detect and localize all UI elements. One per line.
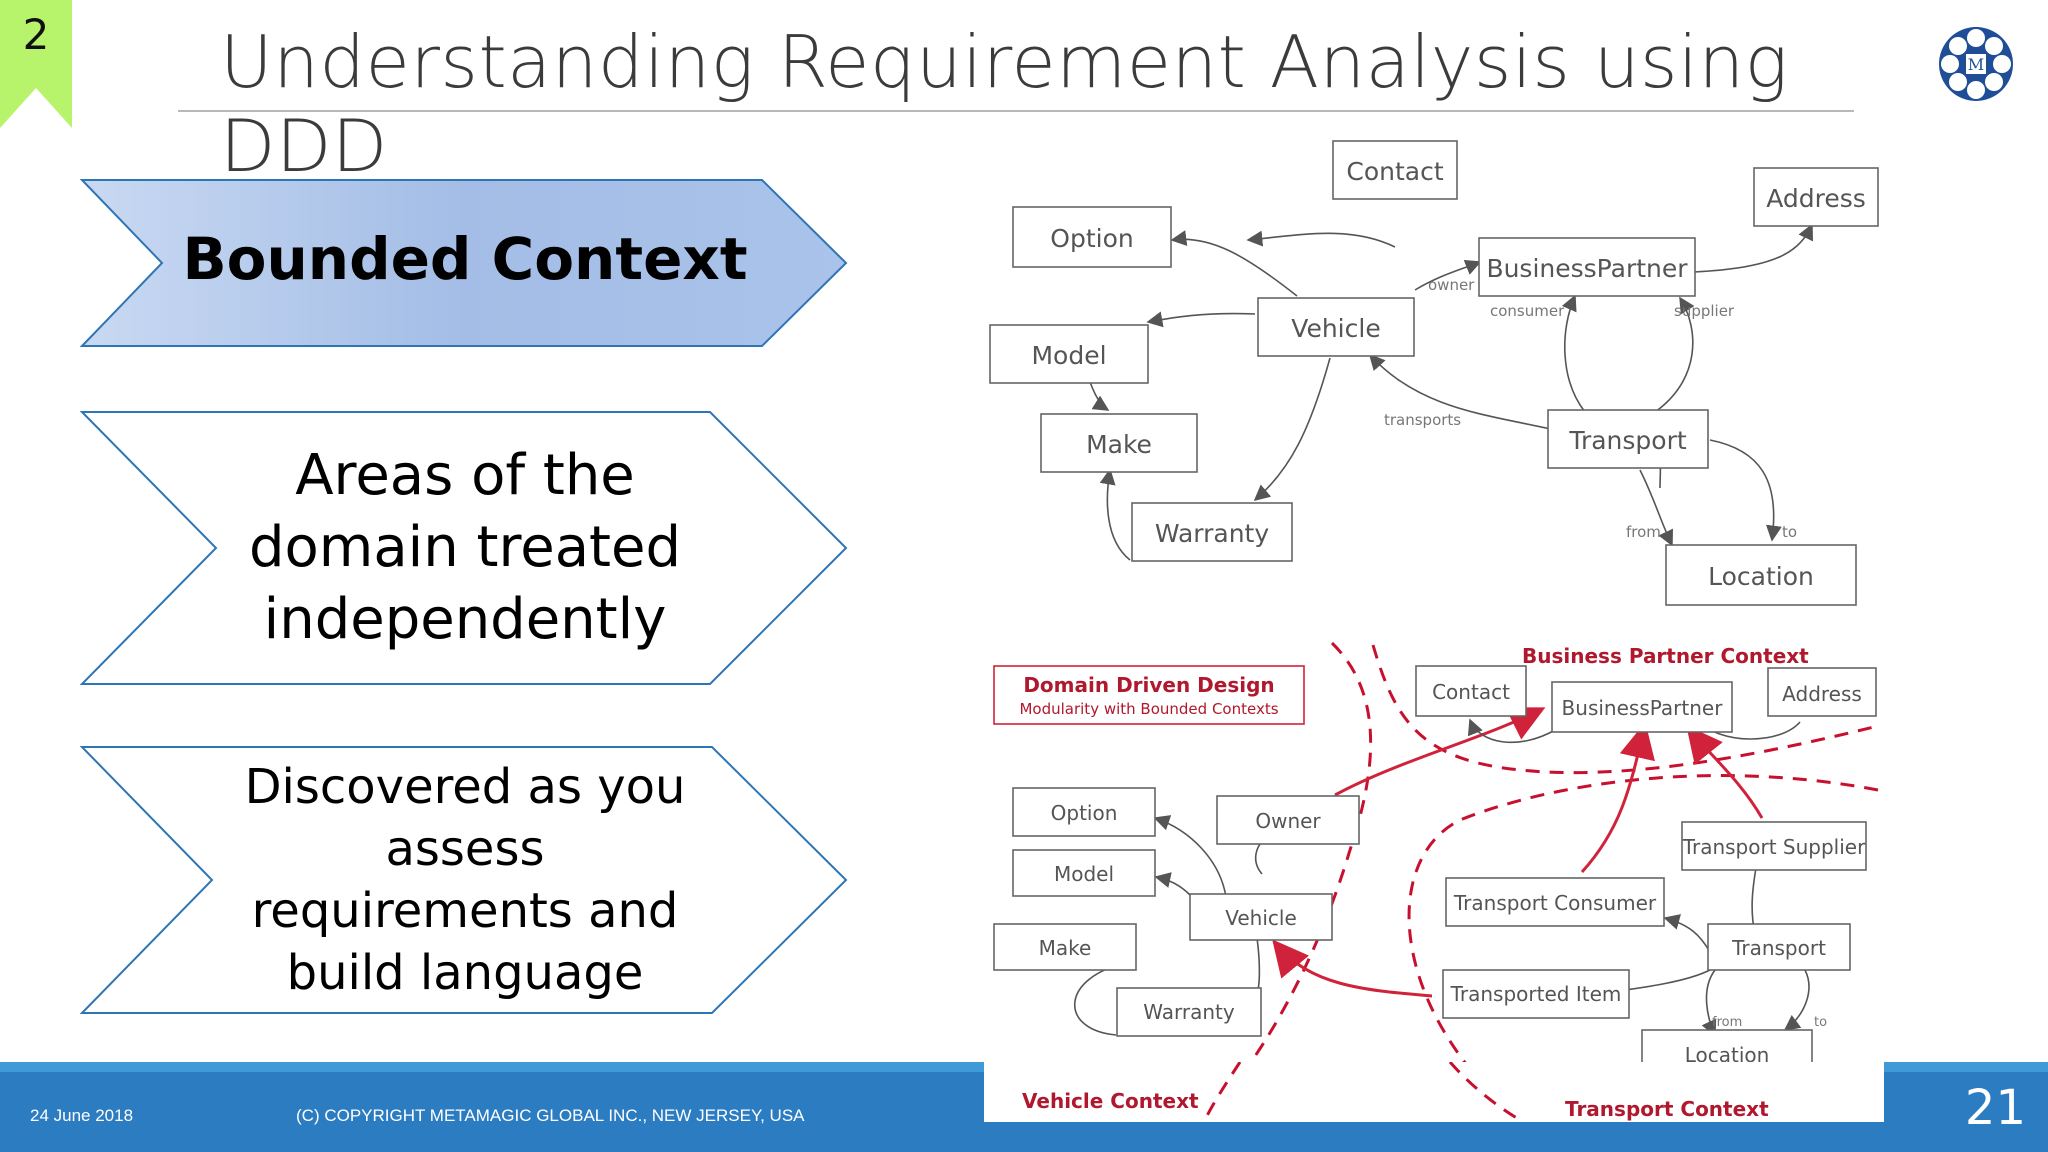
edge-label-owner: owner [1428,276,1475,294]
v-node-vehicle: Vehicle [1225,906,1297,930]
edge-label-from: from [1626,523,1661,541]
section-number: 2 [22,10,50,59]
chevron-label-discovered: Discovered as you assess requirements an… [244,759,686,1001]
badge-subtitle: Modularity with Bounded Contexts [1019,700,1278,718]
company-logo-icon: M [1939,27,2013,101]
v-node-warranty: Warranty [1143,1000,1235,1024]
diagram-panel-overlay: Vehicle Context Transport Context [1022,1062,1769,1122]
node-make: Make [1086,430,1152,459]
diagram-panel-bg [984,1062,1884,1122]
section-tag [0,0,72,128]
node-model: Model [1031,341,1106,370]
node-warranty: Warranty [1155,519,1270,548]
badge-title: Domain Driven Design [1023,673,1274,697]
node-location: Location [1708,562,1814,591]
edge-label-to: to [1782,523,1797,541]
slide-title: Understanding Requirement Analysis using… [220,20,1789,188]
svg-text:M: M [1968,55,1984,74]
node-contact: Contact [1346,157,1443,186]
bp-node-contact: Contact [1432,680,1510,704]
node-option: Option [1050,224,1133,253]
chevron-label-areas-of-domain: Areas of the domain treated independentl… [248,443,681,652]
bp-node-address: Address [1782,682,1862,706]
ddd-diagram: Contact Address Option BusinessPartner V… [989,140,1879,1122]
bottom-edge-label-to: to [1814,1015,1827,1030]
bp-node-businesspartner: BusinessPartner [1562,696,1724,720]
v-node-make: Make [1039,936,1092,960]
page-number: 21 [1964,1080,2026,1136]
edge-label-supplier: supplier [1674,302,1735,320]
node-transport: Transport [1568,426,1687,455]
edge-label-transports: transports [1384,411,1461,429]
footer-copyright: (C) COPYRIGHT METAMAGIC GLOBAL INC., NEW… [296,1106,805,1125]
context-label-business-partner: Business Partner Context [1522,644,1809,668]
chevron-discovered [80,746,848,1014]
t-node-transport-supplier: Transport Supplier [1682,835,1866,859]
title-divider [178,110,1854,112]
v-node-option: Option [1051,801,1118,825]
t-node-transported-item: Transported Item [1450,982,1622,1006]
v-node-model: Model [1054,862,1114,886]
v-node-owner: Owner [1255,809,1321,833]
t-node-transport-consumer: Transport Consumer [1453,891,1657,915]
t-node-transport: Transport [1731,936,1826,960]
node-businesspartner: BusinessPartner [1486,254,1688,283]
context-label-transport-overlay: Transport Context [1565,1097,1769,1121]
node-vehicle: Vehicle [1291,314,1380,343]
bottom-edge-label-from: from [1712,1015,1742,1030]
edge-label-consumer: consumer [1490,302,1565,320]
node-address: Address [1766,184,1866,213]
context-label-vehicle-overlay: Vehicle Context [1022,1089,1199,1113]
chevron-label-bounded-context: Bounded Context [182,225,748,293]
chevron-areas-of-domain [80,411,848,685]
chevron-bounded-context [80,179,848,347]
footer-date: 24 June 2018 [30,1106,134,1125]
